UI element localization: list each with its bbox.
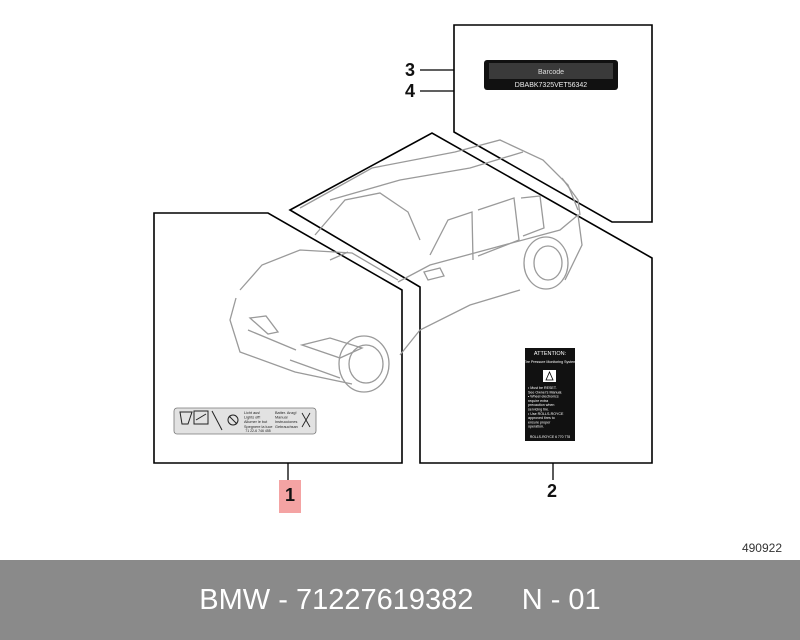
diagram-drawing: Barcode DBABK7325VET56342 ATTENTION: Tir…	[153, 24, 653, 480]
callout-1: 1	[279, 480, 302, 513]
battery-col1-line: Spegnere la luce	[244, 425, 273, 429]
footer-part-number: 71227619382	[295, 583, 474, 616]
parts-diagram: Barcode DBABK7325VET56342 ATTENTION: Tir…	[153, 24, 653, 513]
battery-label-part-number: 71 22-6 746 455	[245, 429, 271, 433]
callout-4: 4	[405, 81, 416, 101]
tpms-body-line: • Use ROLLS-ROYCE	[528, 412, 564, 416]
tpms-label-header: ATTENTION:	[534, 351, 567, 357]
footer-position: N - 01	[521, 583, 601, 616]
tpms-body-line: See Owner's Manual.	[528, 390, 562, 394]
battery-col2-line: Instrucciones	[275, 420, 297, 424]
tpms-label: ATTENTION: Tire Pressure Monitoring Syst…	[524, 348, 576, 441]
tpms-body-line: approved tires to	[528, 416, 555, 420]
tpms-body-line: operation.	[528, 425, 544, 429]
battery-col1-line: Allumer le but	[244, 420, 268, 424]
battery-label-col2: Batter. Anzg!ManualInstruccionesGebrauch…	[275, 411, 298, 429]
leader-lines	[287, 69, 554, 480]
tpms-body-line: require extra	[528, 399, 548, 403]
barcode-label: Barcode DBABK7325VET56342	[484, 60, 618, 90]
battery-label: Licht aus!Lights off!Allumer le butSpegn…	[173, 407, 317, 435]
footer-brand: BMW	[199, 583, 271, 616]
battery-col1-line: Licht aus!	[244, 411, 260, 415]
frame-2	[288, 132, 653, 464]
tpms-body-line: servicing tire.	[528, 408, 549, 412]
callout-3: 3	[405, 60, 416, 80]
tpms-body-line: • Wheel electronics	[528, 395, 559, 399]
battery-col2-line: Batter. Anzg!	[275, 411, 297, 415]
tpms-label-footer: ROLLS-ROYCE 6 770 778	[530, 435, 570, 439]
battery-col2-line: Gebrauchsan	[275, 425, 298, 429]
footer-gap	[473, 584, 521, 617]
tpms-body-line: ensure proper	[528, 420, 551, 424]
battery-col2-line: Manual	[275, 416, 288, 420]
tpms-label-body: • Must be RESET. See Owner's Manual.• Wh…	[528, 386, 564, 429]
footer-bar: BMW - 71227619382 N - 01	[0, 560, 800, 640]
tpms-label-title: Tire Pressure Monitoring System	[524, 360, 576, 364]
battery-recycle-icon	[301, 412, 311, 428]
callout-2: 2	[547, 481, 558, 501]
frame-3-4	[453, 24, 653, 223]
tpms-body-line: precaution when	[528, 403, 554, 407]
battery-col1-line: Lights off!	[244, 416, 260, 420]
frame-1	[153, 212, 403, 464]
car-illustration	[229, 139, 583, 393]
battery-label-col1: Licht aus!Lights off!Allumer le butSpegn…	[244, 411, 273, 429]
warning-pictograms-icon	[179, 410, 239, 431]
footer-separator: -	[270, 583, 296, 616]
barcode-label-code-text: DBABK7325VET56342	[515, 82, 587, 89]
tpms-body-line: • Must be RESET.	[528, 386, 557, 390]
reference-number: 490922	[741, 541, 782, 555]
barcode-label-top-text: Barcode	[538, 69, 564, 76]
